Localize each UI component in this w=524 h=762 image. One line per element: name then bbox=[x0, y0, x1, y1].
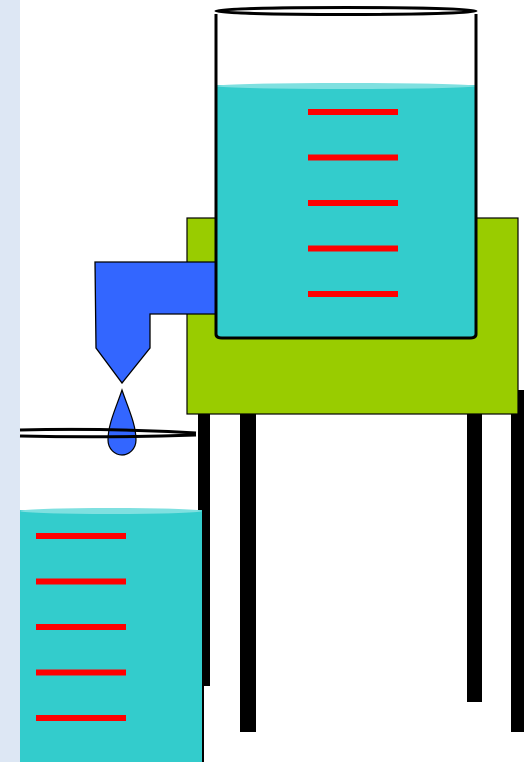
left-background-strip bbox=[0, 0, 20, 762]
upper-graduation-mark-3 bbox=[308, 200, 398, 206]
upper-container bbox=[214, 6, 478, 340]
upper-container-outline bbox=[214, 14, 478, 340]
lower-graduation-mark-3 bbox=[36, 624, 126, 630]
upper-container-rim bbox=[214, 6, 478, 16]
upper-graduation-mark-4 bbox=[308, 245, 398, 252]
upper-container-water-surface bbox=[216, 83, 476, 89]
upper-graduation-mark-5 bbox=[308, 291, 398, 297]
lower-container-graduation-marks bbox=[36, 533, 126, 721]
stand-leg-back-right bbox=[467, 408, 482, 702]
lower-container-rim-front bbox=[19, 433, 197, 439]
stand-leg-front-left bbox=[240, 390, 256, 732]
lower-graduation-mark-4 bbox=[36, 669, 126, 676]
lower-graduation-mark-2 bbox=[36, 578, 126, 585]
stand-leg-front-right bbox=[511, 390, 524, 732]
lower-container bbox=[19, 427, 204, 762]
water-drop bbox=[107, 388, 137, 456]
lower-graduation-mark-1 bbox=[36, 533, 126, 539]
lower-container-water-surface bbox=[20, 508, 202, 514]
upper-container-graduation-marks bbox=[308, 109, 398, 297]
stand-legs bbox=[198, 390, 524, 732]
lower-container-water bbox=[20, 510, 203, 762]
upper-container-water bbox=[216, 85, 476, 338]
lower-graduation-mark-5 bbox=[36, 715, 126, 721]
upper-graduation-mark-1 bbox=[308, 109, 398, 115]
lower-container-rim bbox=[19, 427, 197, 435]
upper-graduation-mark-2 bbox=[308, 154, 398, 161]
